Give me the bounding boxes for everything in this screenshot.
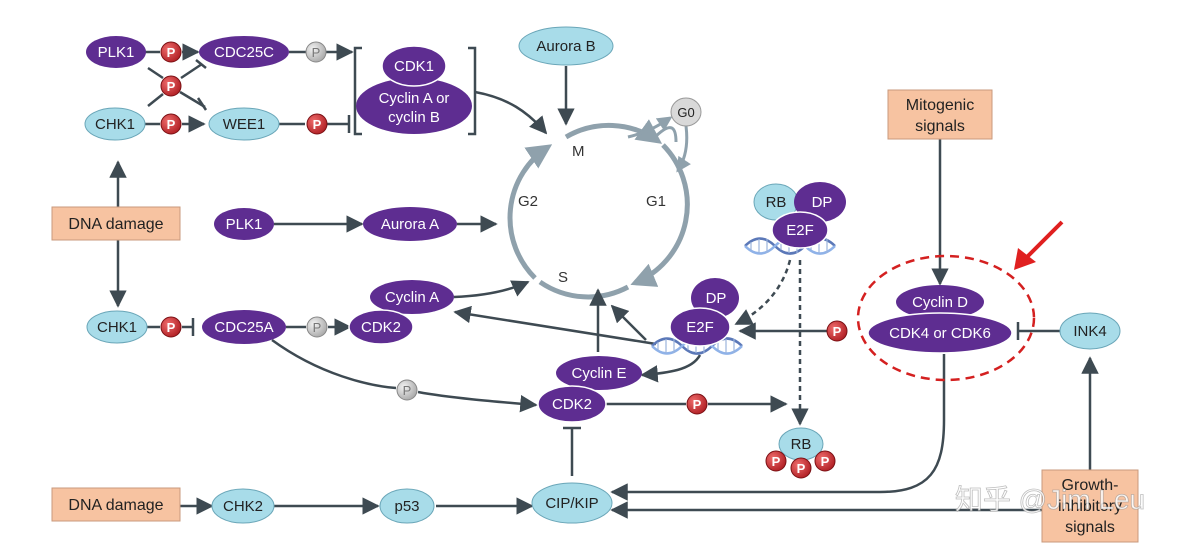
phospho-icon: P [821,454,830,469]
growth-inhibitory-label: Growth- [1062,477,1119,494]
rb-label: RB [766,194,787,211]
chk1-label: CHK1 [97,319,137,336]
phospho-icon: P [772,454,781,469]
phospho-icon: P [833,324,842,339]
chk2-label: CHK2 [223,498,263,515]
cdc25c-label: CDC25C [214,44,274,61]
dp-label: DP [706,290,727,307]
growth-inhibitory-label: signals [1065,519,1115,536]
cdk4-cdk6-label: CDK4 or CDK6 [889,325,991,342]
growth-inhibitory-label: inhibitory [1058,498,1122,515]
phospho-icon: P [313,320,322,335]
phospho-icon: P [693,397,702,412]
phospho-icon: P [167,45,176,60]
phase-s-label: S [558,269,568,286]
cip-kip-label: CIP/KIP [545,495,598,512]
highlight-circle [856,254,1036,382]
phospho-icon: P [167,320,176,335]
light-blue-nodes [84,26,1121,524]
e2f-label: E2F [786,222,814,239]
rb-label: RB [791,436,812,453]
phospho-icon: P [312,45,321,60]
plk1-label: PLK1 [98,44,135,61]
dna-damage-label: DNA damage [68,216,163,233]
dna-damage-box [51,487,181,522]
phase-g1-label: G1 [646,193,666,210]
phospho-icon: P [797,461,806,476]
phase-g2-label: G2 [518,193,538,210]
watermark: 知乎 @Jim Leu [955,484,1145,515]
highlight-arrow-icon [1014,220,1064,270]
cyclin-a-label: Cyclin A [385,289,439,306]
p53-label: p53 [394,498,419,515]
wee1-label: WEE1 [223,116,266,133]
phospho-badges: P P P P P P P P P P [160,41,848,415]
phase-m-label: M [572,143,585,160]
phospho-icon: P [167,79,176,94]
g0-label: G0 [677,105,694,120]
cdc25a-label: CDC25A [214,319,273,336]
purple-nodes [86,36,1013,423]
cyclin-d-label: Cyclin D [912,294,968,311]
cdk2-label: CDK2 [552,396,592,413]
cdk1-label: CDK1 [394,58,434,75]
dashed-connectors [734,259,809,426]
e2f-label: E2F [686,319,714,336]
mitogenic-signals-box [887,89,993,140]
plk1-label: PLK1 [226,216,263,233]
cyclin-e-label: Cyclin E [571,365,626,382]
phospho-icon: P [313,117,322,132]
aurora-b-label: Aurora B [536,38,595,55]
cyclin-ab-label: Cyclin A or [379,90,450,107]
cell-cycle-ring [507,116,691,300]
dna-damage-label: DNA damage [68,497,163,514]
cyclin-ab-label: cyclin B [388,109,440,126]
growth-inhibitory-box [1041,469,1139,543]
connectors [109,43,1099,519]
dna-damage-box [51,206,181,241]
rb-phospho-cluster: P P P [765,450,836,479]
aurora-a-label: Aurora A [381,216,439,233]
dp-label: DP [812,194,833,211]
ink4-label: INK4 [1073,323,1106,340]
node-labels: PLK1 CDC25C CHK1 WEE1 CDK1 Cyclin A or c… [95,38,1107,515]
mitogenic-label: Mitogenic [906,97,974,114]
chk1-label: CHK1 [95,116,135,133]
phospho-icon: P [167,117,176,132]
mitogenic-label: signals [915,118,965,135]
cdk2-label: CDK2 [361,319,401,336]
phospho-icon: P [403,383,412,398]
